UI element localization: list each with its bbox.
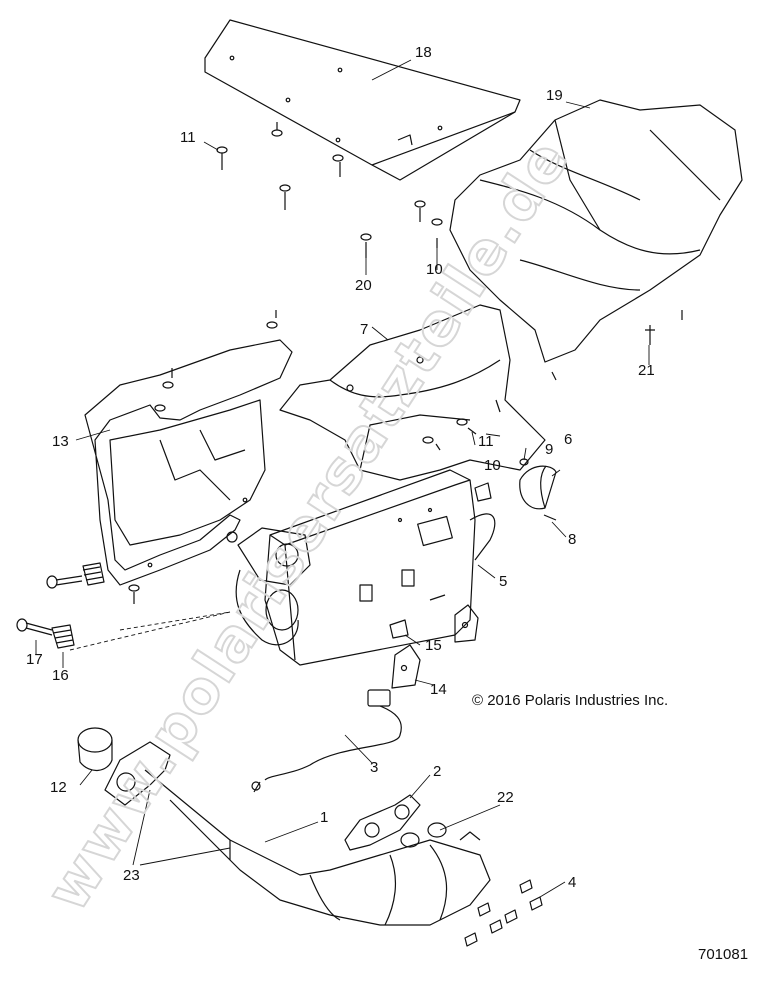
muffler-inlet [226, 527, 311, 646]
callout-5: 5 [499, 573, 507, 590]
head-pipe-1 [104, 741, 491, 926]
bolt-17 [16, 575, 83, 636]
callout-9: 9 [545, 441, 553, 458]
callout-1: 1 [320, 809, 328, 826]
spring-16 [51, 562, 105, 649]
callout-10b: 10 [484, 457, 501, 474]
bolt-4 [464, 879, 543, 947]
callout-11b: 11 [478, 433, 494, 450]
callout-21: 21 [638, 362, 655, 379]
heat-shield-19 [449, 99, 743, 363]
muffler-shield-7 [279, 304, 546, 481]
callout-16: 16 [52, 667, 69, 684]
spring-15 [389, 482, 492, 639]
figure-number: 701081 [698, 946, 749, 963]
callout-13: 13 [52, 433, 69, 450]
callout-14: 14 [430, 681, 447, 698]
gasket-2 [344, 794, 421, 851]
callout-4: 4 [568, 874, 576, 891]
muffler-5 [264, 469, 496, 666]
isolator-mount-14 [391, 604, 479, 689]
callout-2: 2 [433, 763, 441, 780]
oxygen-sensor-3 [251, 689, 402, 793]
callout-19: 19 [546, 87, 563, 104]
fasteners [128, 122, 683, 604]
callout-18: 18 [415, 44, 432, 61]
end-cap-6 [519, 465, 557, 510]
callout-12: 12 [50, 779, 67, 796]
ring-gasket-22 [400, 822, 447, 848]
copyright-text: © 2016 Polaris Industries Inc. [472, 692, 669, 709]
callout-10: 10 [426, 261, 443, 278]
side-heat-shield-13 [84, 339, 293, 586]
callout-23: 23 [123, 867, 140, 884]
callout-15: 15 [425, 637, 442, 654]
seal-12 [77, 727, 113, 771]
callout-6: 6 [564, 431, 572, 448]
callout-11: 11 [180, 129, 196, 146]
callout-17: 17 [26, 651, 43, 668]
callout-3: 3 [370, 759, 378, 776]
callout-7: 7 [360, 321, 368, 338]
leader-lines [35, 59, 650, 898]
heat-shield-plate-18 [204, 19, 521, 181]
callout-22: 22 [497, 789, 514, 806]
callout-20: 20 [355, 277, 372, 294]
callout-8: 8 [568, 531, 576, 548]
